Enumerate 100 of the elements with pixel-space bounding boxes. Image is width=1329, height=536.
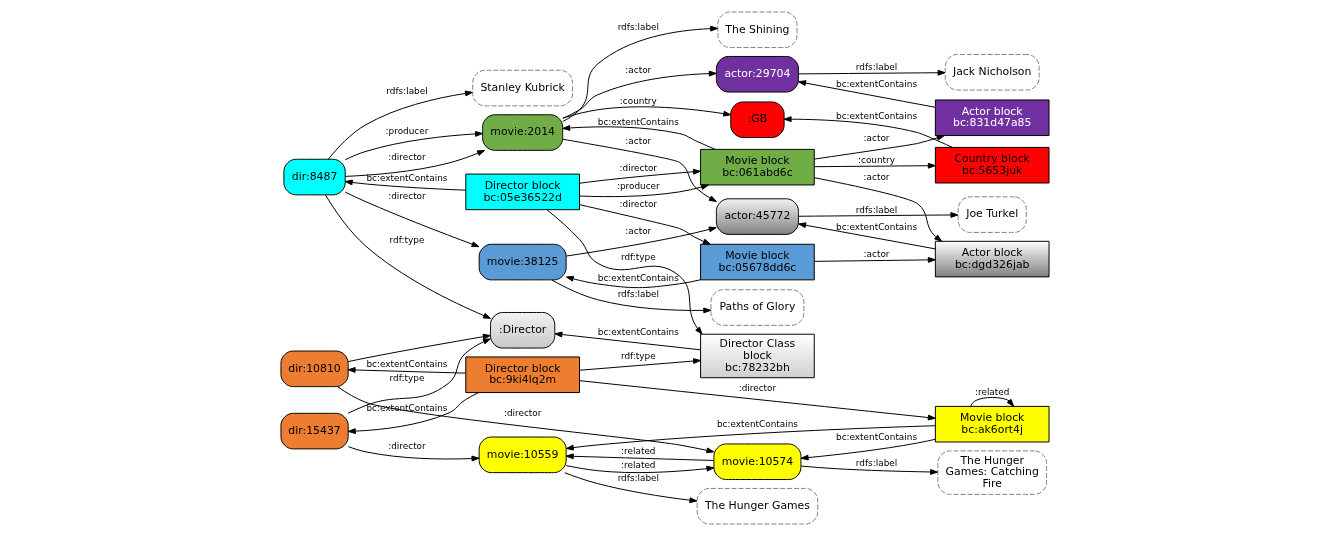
- edge-label: :director: [619, 198, 657, 209]
- arrow: [347, 446, 479, 462]
- arrow: [327, 90, 473, 160]
- node-box: Actor block bc:dgd326jab: [934, 240, 1050, 278]
- arrow: [565, 226, 717, 257]
- edge-label: :actor: [624, 65, 651, 76]
- node-box: Director block bc:05e36522d: [464, 173, 580, 211]
- arrow: [813, 135, 945, 160]
- arrow: [797, 69, 946, 76]
- node-box: Paths of Glory: [709, 289, 804, 326]
- edge-label: rdf:type: [389, 372, 424, 383]
- arrow: [969, 397, 1014, 407]
- node-box: The Shining: [716, 11, 797, 49]
- edge-label: :director: [738, 382, 776, 393]
- arrow: [783, 116, 953, 148]
- arrow: [578, 184, 709, 198]
- node-box: Jack Nicholson: [944, 54, 1040, 91]
- edge-label: :actor: [624, 135, 651, 146]
- arrow: [578, 204, 711, 245]
- edge-label: bc:extentContains: [835, 79, 917, 90]
- node-box: Movie block bc:ak6ort4j: [934, 405, 1050, 443]
- node-box: Country block bc:5653juk: [934, 146, 1050, 184]
- edge-label: :director: [503, 408, 541, 419]
- edge-label: rdfs:label: [855, 457, 897, 468]
- edge-label: bc:extentContains: [365, 359, 447, 370]
- arrow: [565, 425, 936, 451]
- node-box: :GB: [729, 101, 785, 138]
- arrow: [813, 177, 942, 242]
- arrow: [797, 212, 958, 218]
- node-box: movie:10559: [478, 436, 567, 474]
- arrow: [800, 438, 936, 461]
- edge-label: bc:extentContains: [597, 116, 679, 127]
- arrow: [336, 386, 714, 454]
- arrow: [565, 465, 714, 474]
- arrow: [344, 191, 479, 248]
- arrow: [578, 380, 936, 421]
- arrow: [813, 162, 936, 169]
- arrow: [347, 392, 479, 435]
- edge-label: :producer: [385, 125, 428, 136]
- node-box: dir:15437: [279, 412, 349, 450]
- arrow: [797, 222, 936, 250]
- node-box: movie:38125: [478, 243, 567, 281]
- edge-label: bc:extentContains: [835, 221, 917, 232]
- edge-label: rdf:type: [620, 351, 656, 362]
- arrow: [565, 275, 701, 289]
- arrow: [813, 257, 936, 263]
- arrow: [324, 194, 491, 319]
- edge-label: :actor: [863, 172, 889, 183]
- arrow: [578, 358, 701, 371]
- arrow: [347, 367, 466, 374]
- node-box: Actor block bc:831d47a85: [934, 99, 1050, 137]
- arrow: [347, 338, 491, 414]
- arrow: [554, 331, 701, 351]
- node-box: movie:2014: [481, 114, 563, 151]
- edge-label: rdfs:label: [855, 204, 897, 215]
- edge-label: :producer: [616, 181, 660, 192]
- edge-label: :country: [857, 155, 895, 166]
- node-box: :Director: [489, 312, 555, 349]
- node-box: Stanley Kubrick: [471, 69, 573, 107]
- arrow: [561, 125, 715, 150]
- edge-label: :director: [387, 191, 426, 201]
- node-box: actor:29704: [715, 55, 799, 93]
- arrow: [545, 209, 702, 335]
- arrow: [550, 279, 711, 314]
- edge-label: bc:extentContains: [835, 110, 917, 121]
- node-box: movie:10574: [712, 443, 801, 481]
- edge-label: rdfs:label: [617, 288, 659, 299]
- node-box: dir:10810: [279, 350, 349, 388]
- edge-label: rdfs:label: [855, 62, 897, 73]
- arrow: [347, 333, 491, 363]
- arrow: [561, 25, 718, 122]
- arrow: [578, 168, 701, 184]
- edge-label: :actor: [863, 249, 889, 260]
- node-box: Joe Turkel: [957, 196, 1027, 233]
- edge-label: rdfs:label: [617, 21, 659, 32]
- arrow: [344, 179, 466, 191]
- arrow: [344, 150, 485, 177]
- arrow: [344, 131, 483, 161]
- edge-label: :related: [620, 459, 655, 470]
- edge-label: :actor: [863, 132, 889, 143]
- edge-label: bc:extentContains: [716, 419, 798, 430]
- node-box: Director block bc:9ki4lq2m: [464, 356, 580, 394]
- edge-label: bc:extentContains: [835, 432, 917, 443]
- edge-label: rdf:type: [389, 235, 424, 246]
- edge-label: :related: [620, 446, 655, 457]
- edge-label: rdfs:label: [617, 472, 659, 483]
- edge-label: :related: [974, 386, 1009, 397]
- edge-label: bc:extentContains: [597, 273, 679, 284]
- node-box: actor:45772: [715, 198, 799, 235]
- node-box: Director Class block bc:78232bh: [699, 333, 815, 379]
- node-box: Movie block bc:061abd6c: [699, 148, 815, 186]
- arrow: [800, 465, 938, 475]
- edge-label: bc:extentContains: [597, 327, 679, 338]
- arrow: [561, 106, 731, 119]
- edge-label: rdf:type: [620, 252, 656, 263]
- node-box: The Hunger Games: Catching Fire: [936, 450, 1047, 495]
- edge-label: :director: [387, 441, 426, 452]
- edge-label: :actor: [624, 225, 651, 236]
- edge-label: :director: [619, 163, 657, 174]
- arrow: [563, 472, 697, 504]
